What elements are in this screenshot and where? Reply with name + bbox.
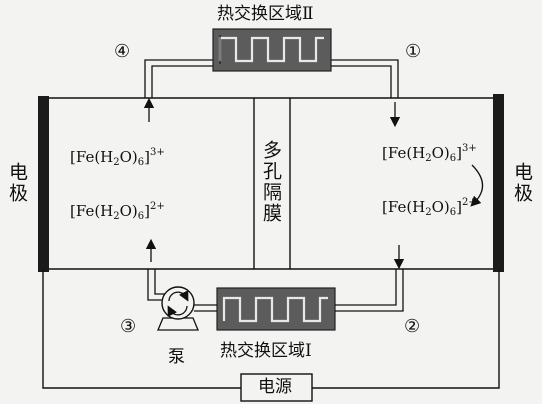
flow-arrows: [143, 97, 405, 270]
position-4: ④: [114, 41, 131, 62]
heat-exchanger-bottom-unit: [216, 287, 336, 331]
left-electrode: [38, 96, 49, 272]
heat-exchanger-bottom-label: 热交换区域Ⅰ: [220, 341, 312, 361]
bottom-pipes: [147, 269, 404, 312]
top-pipes: [144, 59, 399, 98]
power-source-box: [240, 373, 313, 402]
heat-exchanger-top-unit: [212, 28, 332, 72]
position-2: ②: [404, 316, 421, 337]
reduction-arrow: [470, 164, 484, 207]
right-fe3-species: [Fe(H2O)6]3+: [382, 143, 477, 164]
left-fe3-species: [Fe(H2O)6]3+: [70, 147, 165, 168]
right-electrode-label: 电极: [511, 162, 533, 204]
heat-exchanger-top-label: 热交换区域Ⅱ: [217, 4, 314, 24]
right-electrode: [493, 94, 504, 272]
pump-unit: [157, 286, 199, 331]
external-circuit: [42, 270, 500, 389]
position-1: ①: [405, 41, 422, 62]
power-source-label: 电源: [258, 377, 292, 397]
porous-membrane: [253, 98, 291, 269]
position-3: ③: [120, 316, 137, 337]
left-electrode-label: 电极: [6, 162, 28, 204]
cell-outline: [46, 97, 497, 270]
membrane-label: 多孔隔膜: [260, 140, 282, 224]
left-fe2-species: [Fe(H2O)6]2+: [70, 201, 165, 222]
pump-label: 泵: [168, 347, 185, 367]
right-fe2-species: [Fe(H2O)6]2+: [382, 197, 477, 218]
